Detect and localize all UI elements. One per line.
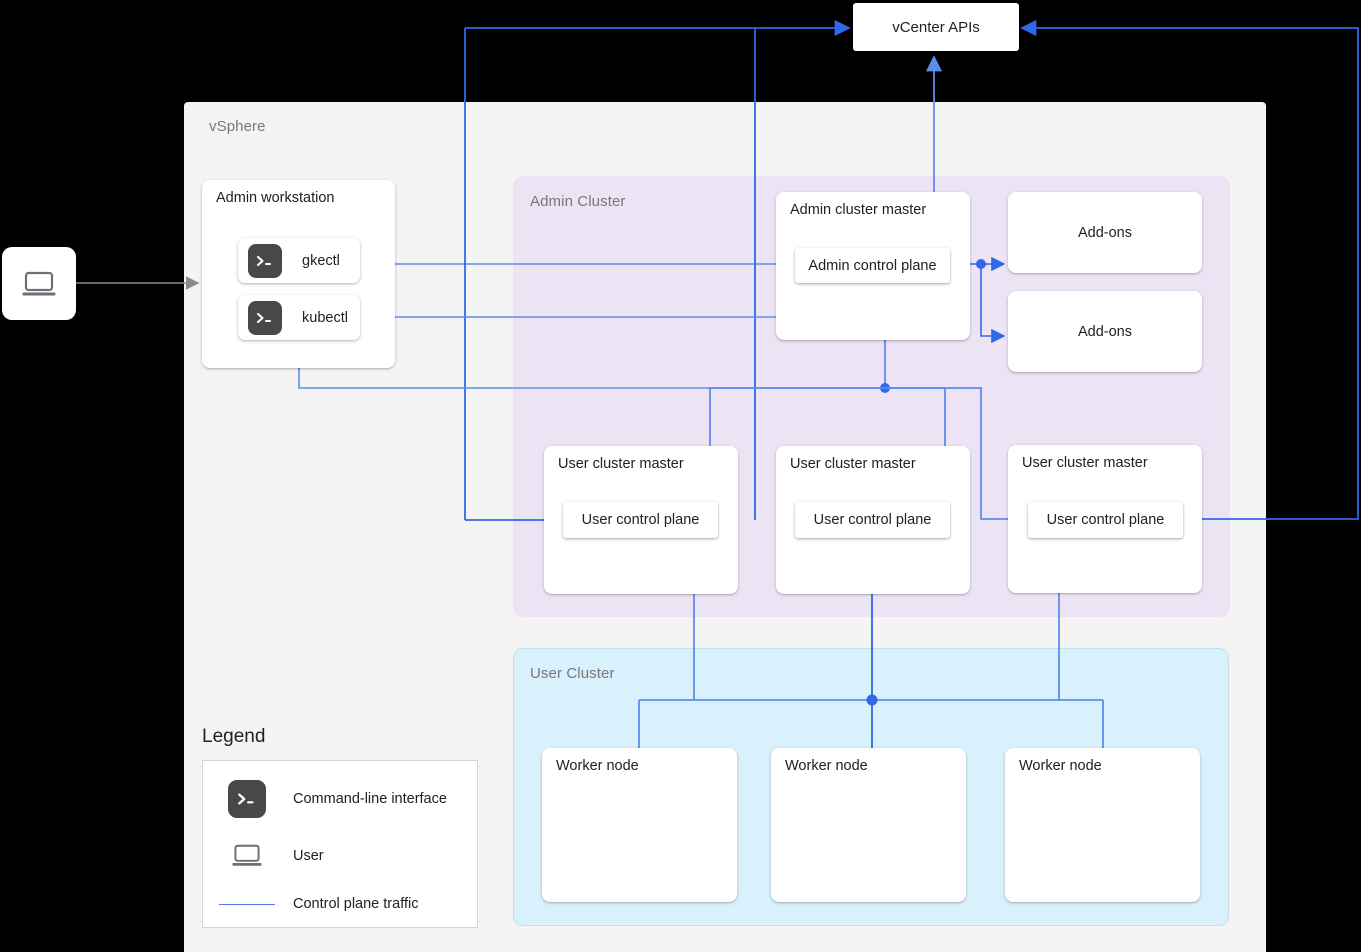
terminal-icon — [228, 780, 266, 818]
admin-control-plane-card[interactable]: Admin control plane — [795, 248, 950, 283]
junction-dot-addons — [976, 259, 986, 269]
worker-node-card-2[interactable]: Worker node — [771, 748, 966, 902]
wire-ucp3-to-vcenter — [1020, 19, 1359, 520]
admin-workstation-title: Admin workstation — [216, 190, 335, 206]
wire-admin-cp-to-addons2 — [980, 264, 1006, 344]
user-cluster-master-title-3: User cluster master — [1022, 455, 1148, 471]
addons-label-1: Add-ons — [1077, 224, 1132, 241]
legend-item-user: User — [228, 843, 324, 868]
addons-card-1[interactable]: Add-ons — [1008, 192, 1202, 273]
laptop-icon — [228, 843, 266, 868]
user-cluster-master-title-1: User cluster master — [558, 456, 684, 472]
vsphere-label: vSphere — [209, 118, 266, 135]
user-control-plane-card-1[interactable]: User control plane — [563, 502, 718, 538]
user-control-plane-label-3: User control plane — [1046, 512, 1165, 528]
worker-node-title-3: Worker node — [1019, 758, 1102, 774]
user-control-plane-card-2[interactable]: User control plane — [795, 502, 950, 538]
cli-kubectl-label: kubectl — [302, 309, 348, 326]
cli-kubectl[interactable]: kubectl — [238, 295, 360, 340]
legend-item-traffic: Control plane traffic — [219, 896, 418, 912]
wire-bus-to-ucp3 — [885, 387, 1028, 528]
worker-node-title-1: Worker node — [556, 758, 639, 774]
user-control-plane-card-3[interactable]: User control plane — [1028, 502, 1183, 538]
vcenter-apis-label: vCenter APIs — [892, 18, 980, 36]
legend-label-user: User — [293, 847, 324, 864]
cli-gkectl[interactable]: gkectl — [238, 238, 360, 283]
legend-title: Legend — [202, 726, 266, 747]
line-swatch-icon — [219, 903, 275, 905]
laptop-icon — [22, 271, 56, 295]
worker-node-card-3[interactable]: Worker node — [1005, 748, 1200, 902]
user-control-plane-label-2: User control plane — [813, 512, 932, 528]
user-cluster-label: User Cluster — [530, 665, 615, 682]
worker-node-card-1[interactable]: Worker node — [542, 748, 737, 902]
legend-item-cli: Command-line interface — [228, 780, 447, 818]
legend-label-cli: Command-line interface — [293, 791, 447, 807]
user-cluster-master-title-2: User cluster master — [790, 456, 916, 472]
admin-cluster-label: Admin Cluster — [530, 193, 626, 210]
admin-control-plane-label: Admin control plane — [808, 257, 937, 274]
user-node[interactable] — [2, 247, 76, 320]
addons-label-2: Add-ons — [1077, 323, 1132, 340]
user-control-plane-label-1: User control plane — [581, 512, 700, 528]
terminal-icon — [248, 243, 282, 278]
admin-cluster-master-title: Admin cluster master — [790, 202, 927, 218]
vcenter-apis-box[interactable]: vCenter APIs — [853, 3, 1019, 51]
cli-gkectl-label: gkectl — [302, 252, 340, 269]
junction-dot-worker-bus — [866, 694, 878, 706]
addons-card-2[interactable]: Add-ons — [1008, 291, 1202, 372]
legend-label-traffic: Control plane traffic — [293, 896, 419, 912]
worker-node-title-2: Worker node — [785, 758, 868, 774]
terminal-icon — [248, 300, 282, 335]
